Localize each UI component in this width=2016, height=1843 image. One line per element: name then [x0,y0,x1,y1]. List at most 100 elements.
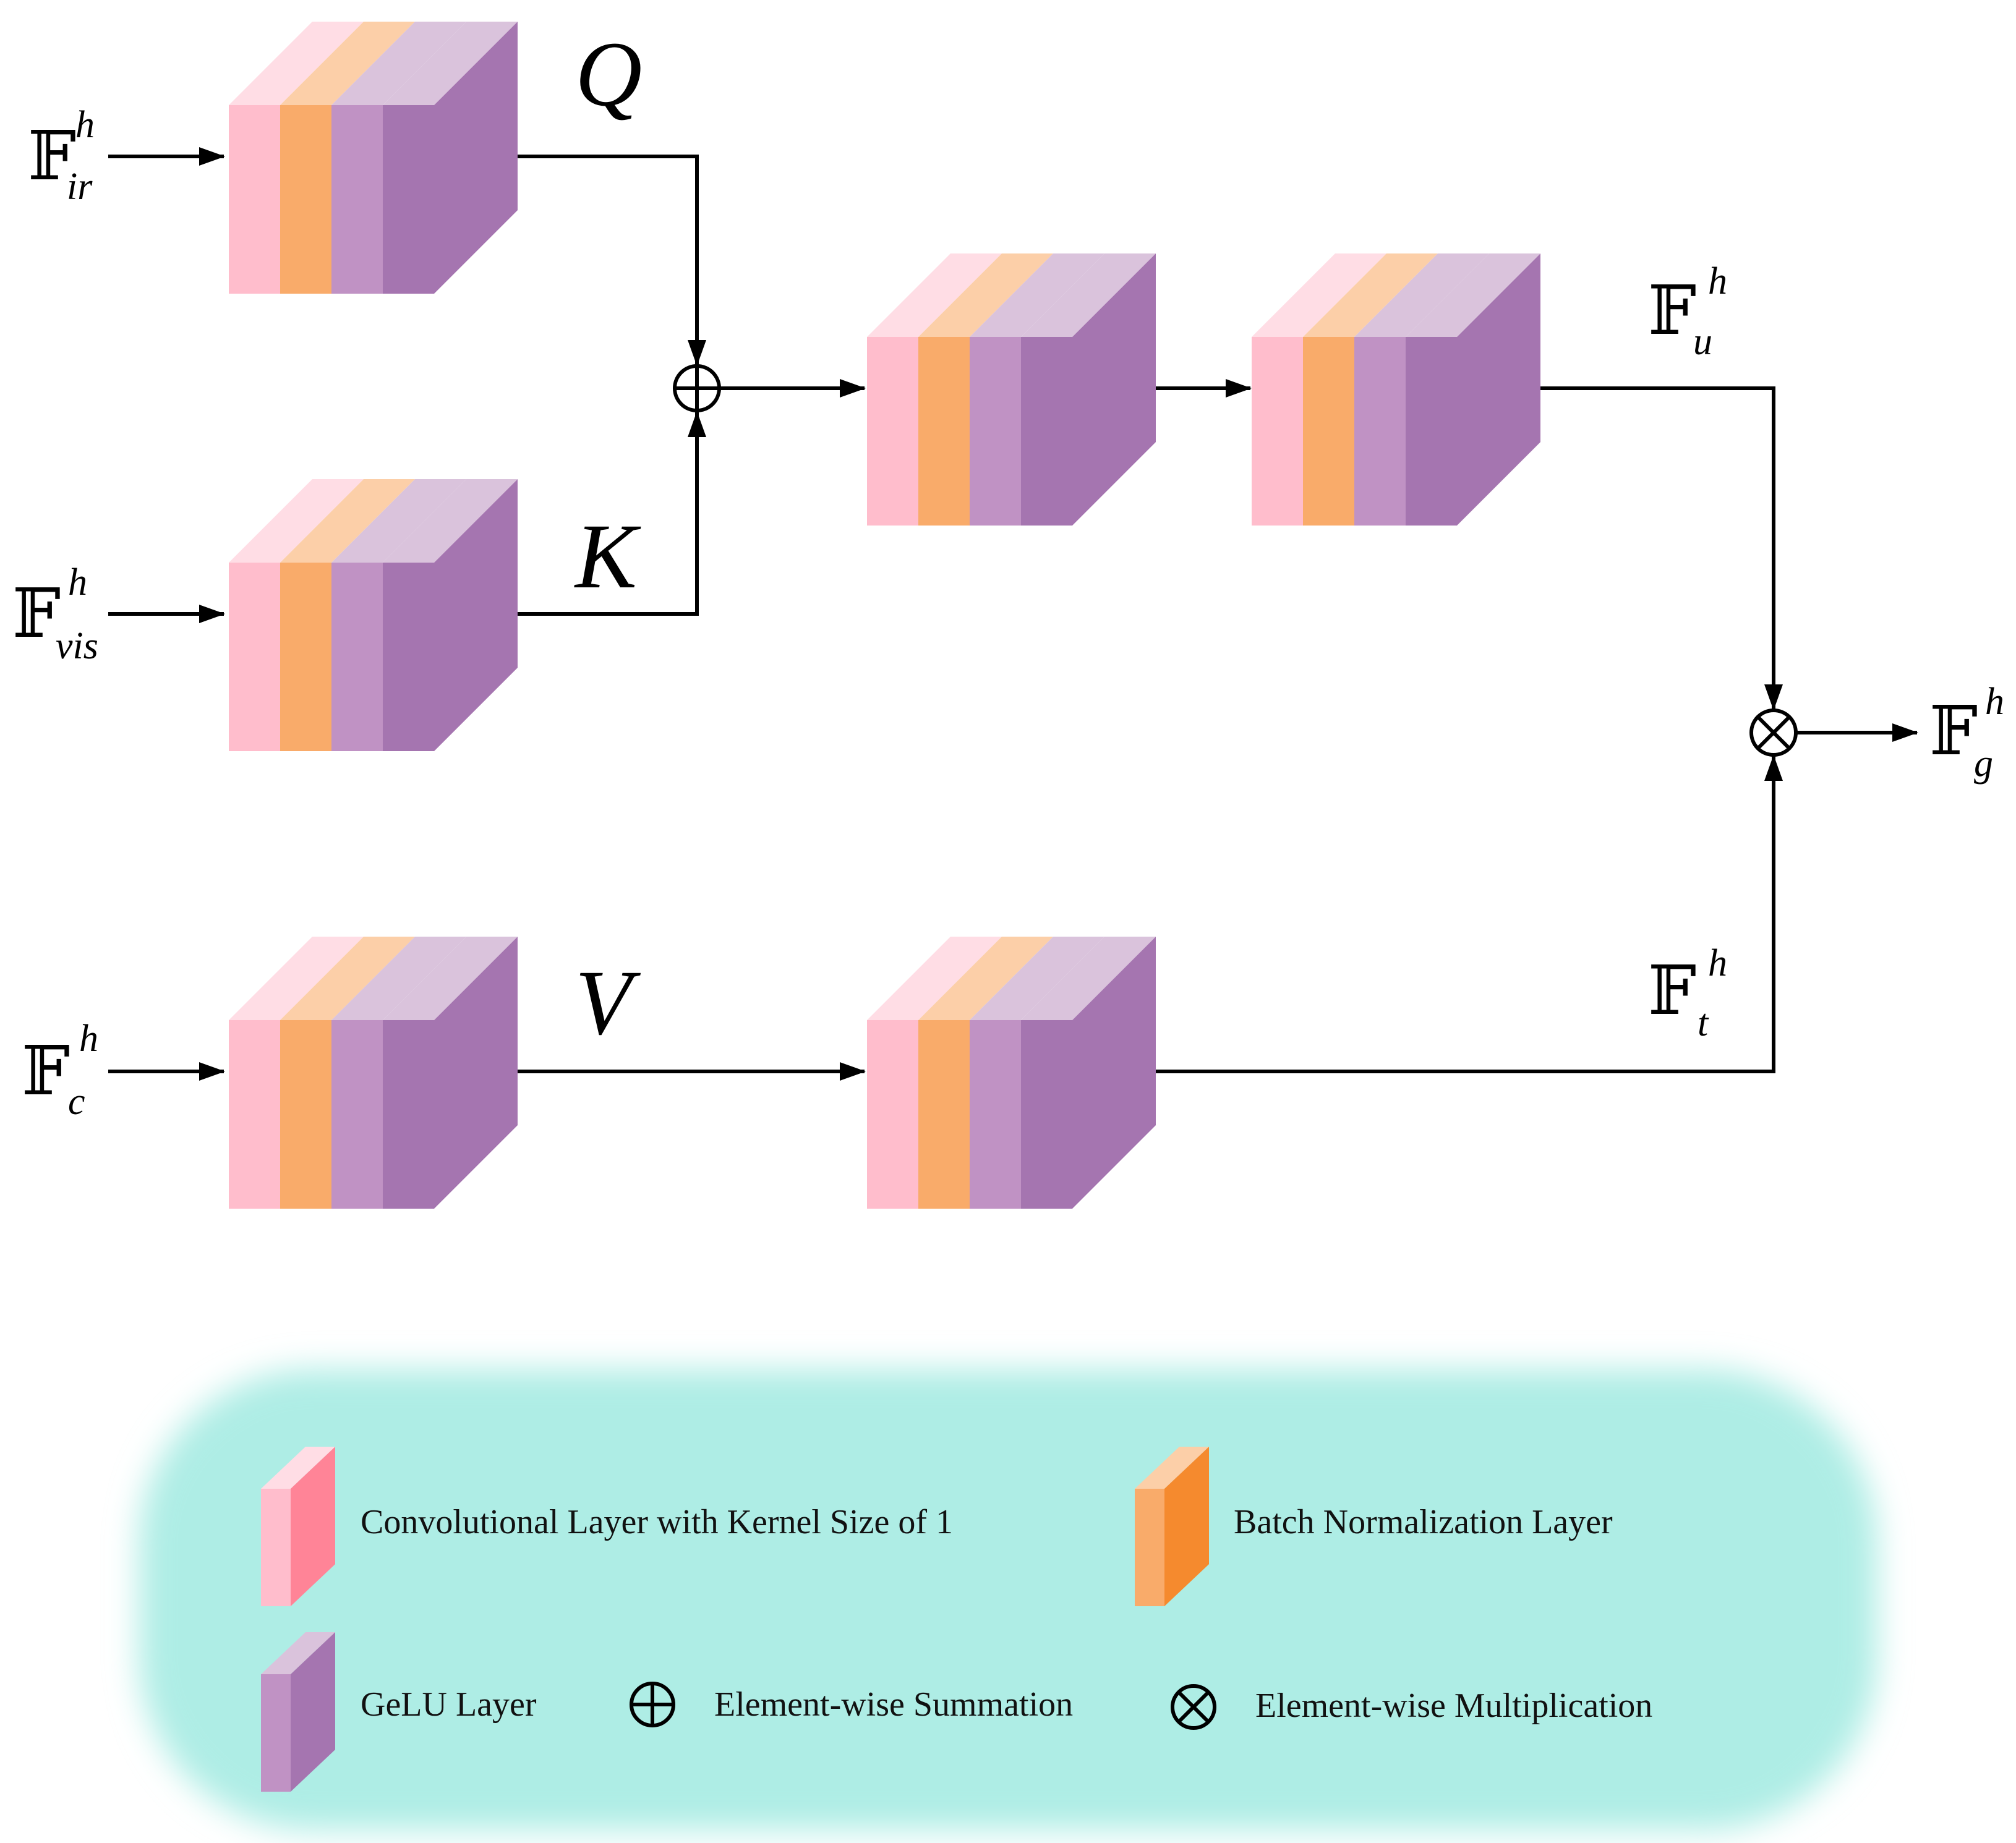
block-q-bn-top [280,22,415,105]
label-v: V [575,951,641,1054]
block-v-conv-front [229,1020,280,1209]
block-v-gelu-top [331,937,466,1020]
block-k-gelu-2-top [383,479,518,563]
f-u-sup: h [1708,260,1727,302]
block-f-u-gelu-front [1354,337,1406,526]
f-vis-sub: vis [56,625,98,667]
block-v [229,937,518,1209]
f-t-sup: h [1708,942,1727,984]
block-f-u-bn-top [1303,253,1438,337]
legend-background [139,1369,1877,1830]
legend-conv-swatch-side [291,1447,335,1606]
f-u-sub: u [1693,321,1712,363]
f-g-sup: h [1985,681,2004,723]
block-q-gelu-front [331,105,383,294]
block-sum-out-gelu-2-top [1021,253,1156,337]
layer-blocks [229,22,1540,1209]
f-c-symbol: 𝔽 [22,1031,70,1110]
input-f-c: 𝔽 h c [22,1018,98,1123]
block-v-side [434,937,518,1209]
input-f-vis: 𝔽 h vis [12,561,98,667]
legend-conv-label: Convolutional Layer with Kernel Size of … [361,1503,953,1541]
block-sum-out-conv-top [867,253,1002,337]
f-g-symbol: 𝔽 [1929,691,1978,770]
path-f-u-to-mul [1464,386,1783,710]
block-k-bn-front [280,563,331,751]
f-t-sub: t [1698,1002,1709,1044]
block-sum-out-side [1072,253,1156,526]
block-q-gelu-top [331,22,466,105]
label-q: Q [575,23,642,126]
block-k-side [434,479,518,751]
block-q-gelu-2-front [383,105,434,294]
sum-operator [673,364,721,412]
path-k-to-sum [434,411,706,616]
label-f-u: 𝔽 h u [1648,260,1727,363]
legend-sum-icon [630,1682,675,1727]
block-sum-out-gelu-2-front [1021,337,1072,526]
block-f-u-bn-front [1303,337,1354,526]
block-k-bn-top [280,479,415,563]
block-v-bn-front [280,1020,331,1209]
legend-panel [139,1369,1877,1830]
legend-mul-label: Element-wise Multiplication [1255,1687,1652,1725]
f-vis-symbol: 𝔽 [12,574,61,653]
legend-gelu-swatch-front [261,1674,291,1792]
f-c-sub: c [68,1081,85,1123]
legend-gelu-label: GeLU Layer [361,1685,537,1724]
legend-gelu-swatch-top [261,1632,335,1674]
block-f-u-conv-front [1252,337,1303,526]
f-g-sub: g [1974,743,1993,785]
connections [108,147,1918,1081]
legend-bn-swatch-top [1135,1447,1209,1489]
block-k-gelu-front [331,563,383,751]
f-t-symbol: 𝔽 [1648,951,1696,1030]
legend-bn-swatch-front [1135,1489,1164,1606]
block-q-conv-front [229,105,280,294]
legend-mul-d2 [1177,1690,1210,1724]
block-f-u [1252,253,1540,526]
block-f-t-bn-top [918,937,1053,1020]
block-k-conv-front [229,563,280,751]
legend-gelu-swatch-side [291,1632,335,1792]
block-sum-out-gelu-top [970,253,1104,337]
block-v-gelu-front [331,1020,383,1209]
block-f-t-bn-front [918,1020,970,1209]
block-v-bn-top [280,937,415,1020]
block-q-bn-front [280,105,331,294]
block-f-t-gelu-top [970,937,1104,1020]
block-f-u-side [1457,253,1540,526]
block-v-gelu-2-top [383,937,518,1020]
block-q-gelu-2-top [383,22,518,105]
label-f-t: 𝔽 h t [1648,942,1727,1044]
path-q-to-sum [434,155,706,366]
legend-gelu-swatch [261,1632,335,1792]
legend-sum-label: Element-wise Summation [714,1685,1073,1724]
label-k: K [574,505,641,608]
block-f-t-gelu-front [970,1020,1021,1209]
block-q-conv-top [229,22,364,105]
legend-swatches [261,1447,1209,1792]
legend-bn-swatch-side [1164,1447,1209,1606]
block-sum-out-conv-front [867,337,918,526]
block-f-u-gelu-2-front [1406,337,1457,526]
legend-conv-swatch-front [261,1489,291,1606]
block-k-conv-top [229,479,364,563]
block-f-t-side [1072,937,1156,1209]
block-sum-out-gelu-front [970,337,1021,526]
legend-mul-circle [1171,1684,1216,1730]
f-ir-sub: ir [67,166,93,208]
f-u-symbol: 𝔽 [1648,271,1696,350]
f-ir-sup: h [75,104,95,146]
block-f-t-gelu-2-front [1021,1020,1072,1209]
legend-conv-swatch-top [261,1447,335,1489]
block-f-u-gelu-2-top [1406,253,1540,337]
f-vis-sup: h [68,561,87,603]
mul-diag-2 [1756,715,1791,750]
block-f-t-conv-top [867,937,1002,1020]
block-sum-out-bn-front [918,337,970,526]
output-f-g: 𝔽 h g [1929,681,2004,785]
block-f-u-gelu-top [1354,253,1489,337]
block-f-u-conv-top [1252,253,1386,337]
block-sum-out [867,253,1156,526]
